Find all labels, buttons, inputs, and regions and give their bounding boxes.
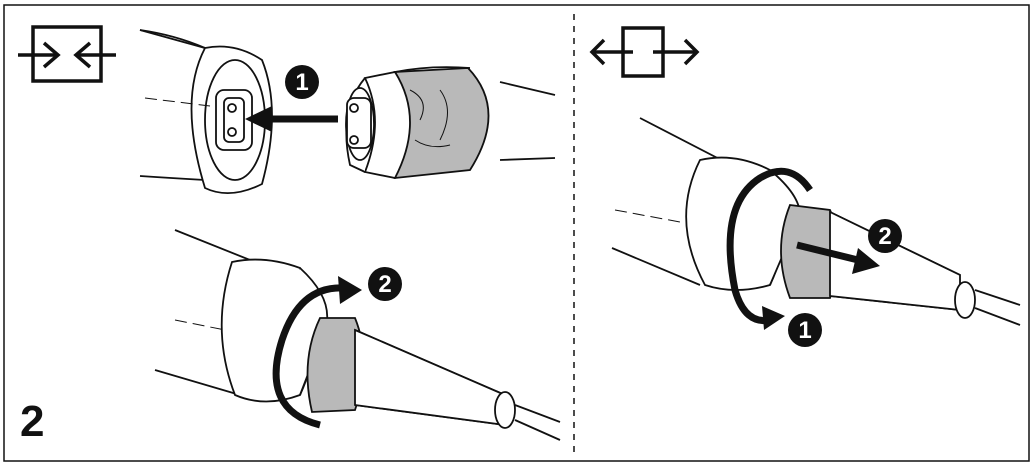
step-marker-1-disconnect: 1 xyxy=(788,313,822,347)
step-number: 2 xyxy=(20,397,45,446)
step-marker-2-disconnect: 2 xyxy=(868,219,902,253)
rotate-arrow-connect xyxy=(272,276,362,429)
handpiece-socket xyxy=(139,29,273,194)
handpiece-disconnect xyxy=(611,117,1021,326)
connect-arrows-icon xyxy=(18,25,116,83)
figure-border xyxy=(3,4,1030,462)
svg-text:1: 1 xyxy=(798,317,811,344)
step-marker-2-connect: 2 xyxy=(368,267,402,301)
rotate-arrow-disconnect xyxy=(726,167,813,330)
step-marker-1-connect: 1 xyxy=(285,65,319,99)
cable-connector xyxy=(345,66,556,180)
svg-text:2: 2 xyxy=(878,223,891,250)
svg-text:1: 1 xyxy=(295,69,308,96)
insert-arrow xyxy=(245,106,338,132)
svg-text:2: 2 xyxy=(378,271,391,298)
assembled-handpiece xyxy=(154,229,561,441)
disconnect-arrows-icon xyxy=(589,26,700,78)
pull-arrow xyxy=(796,241,880,274)
